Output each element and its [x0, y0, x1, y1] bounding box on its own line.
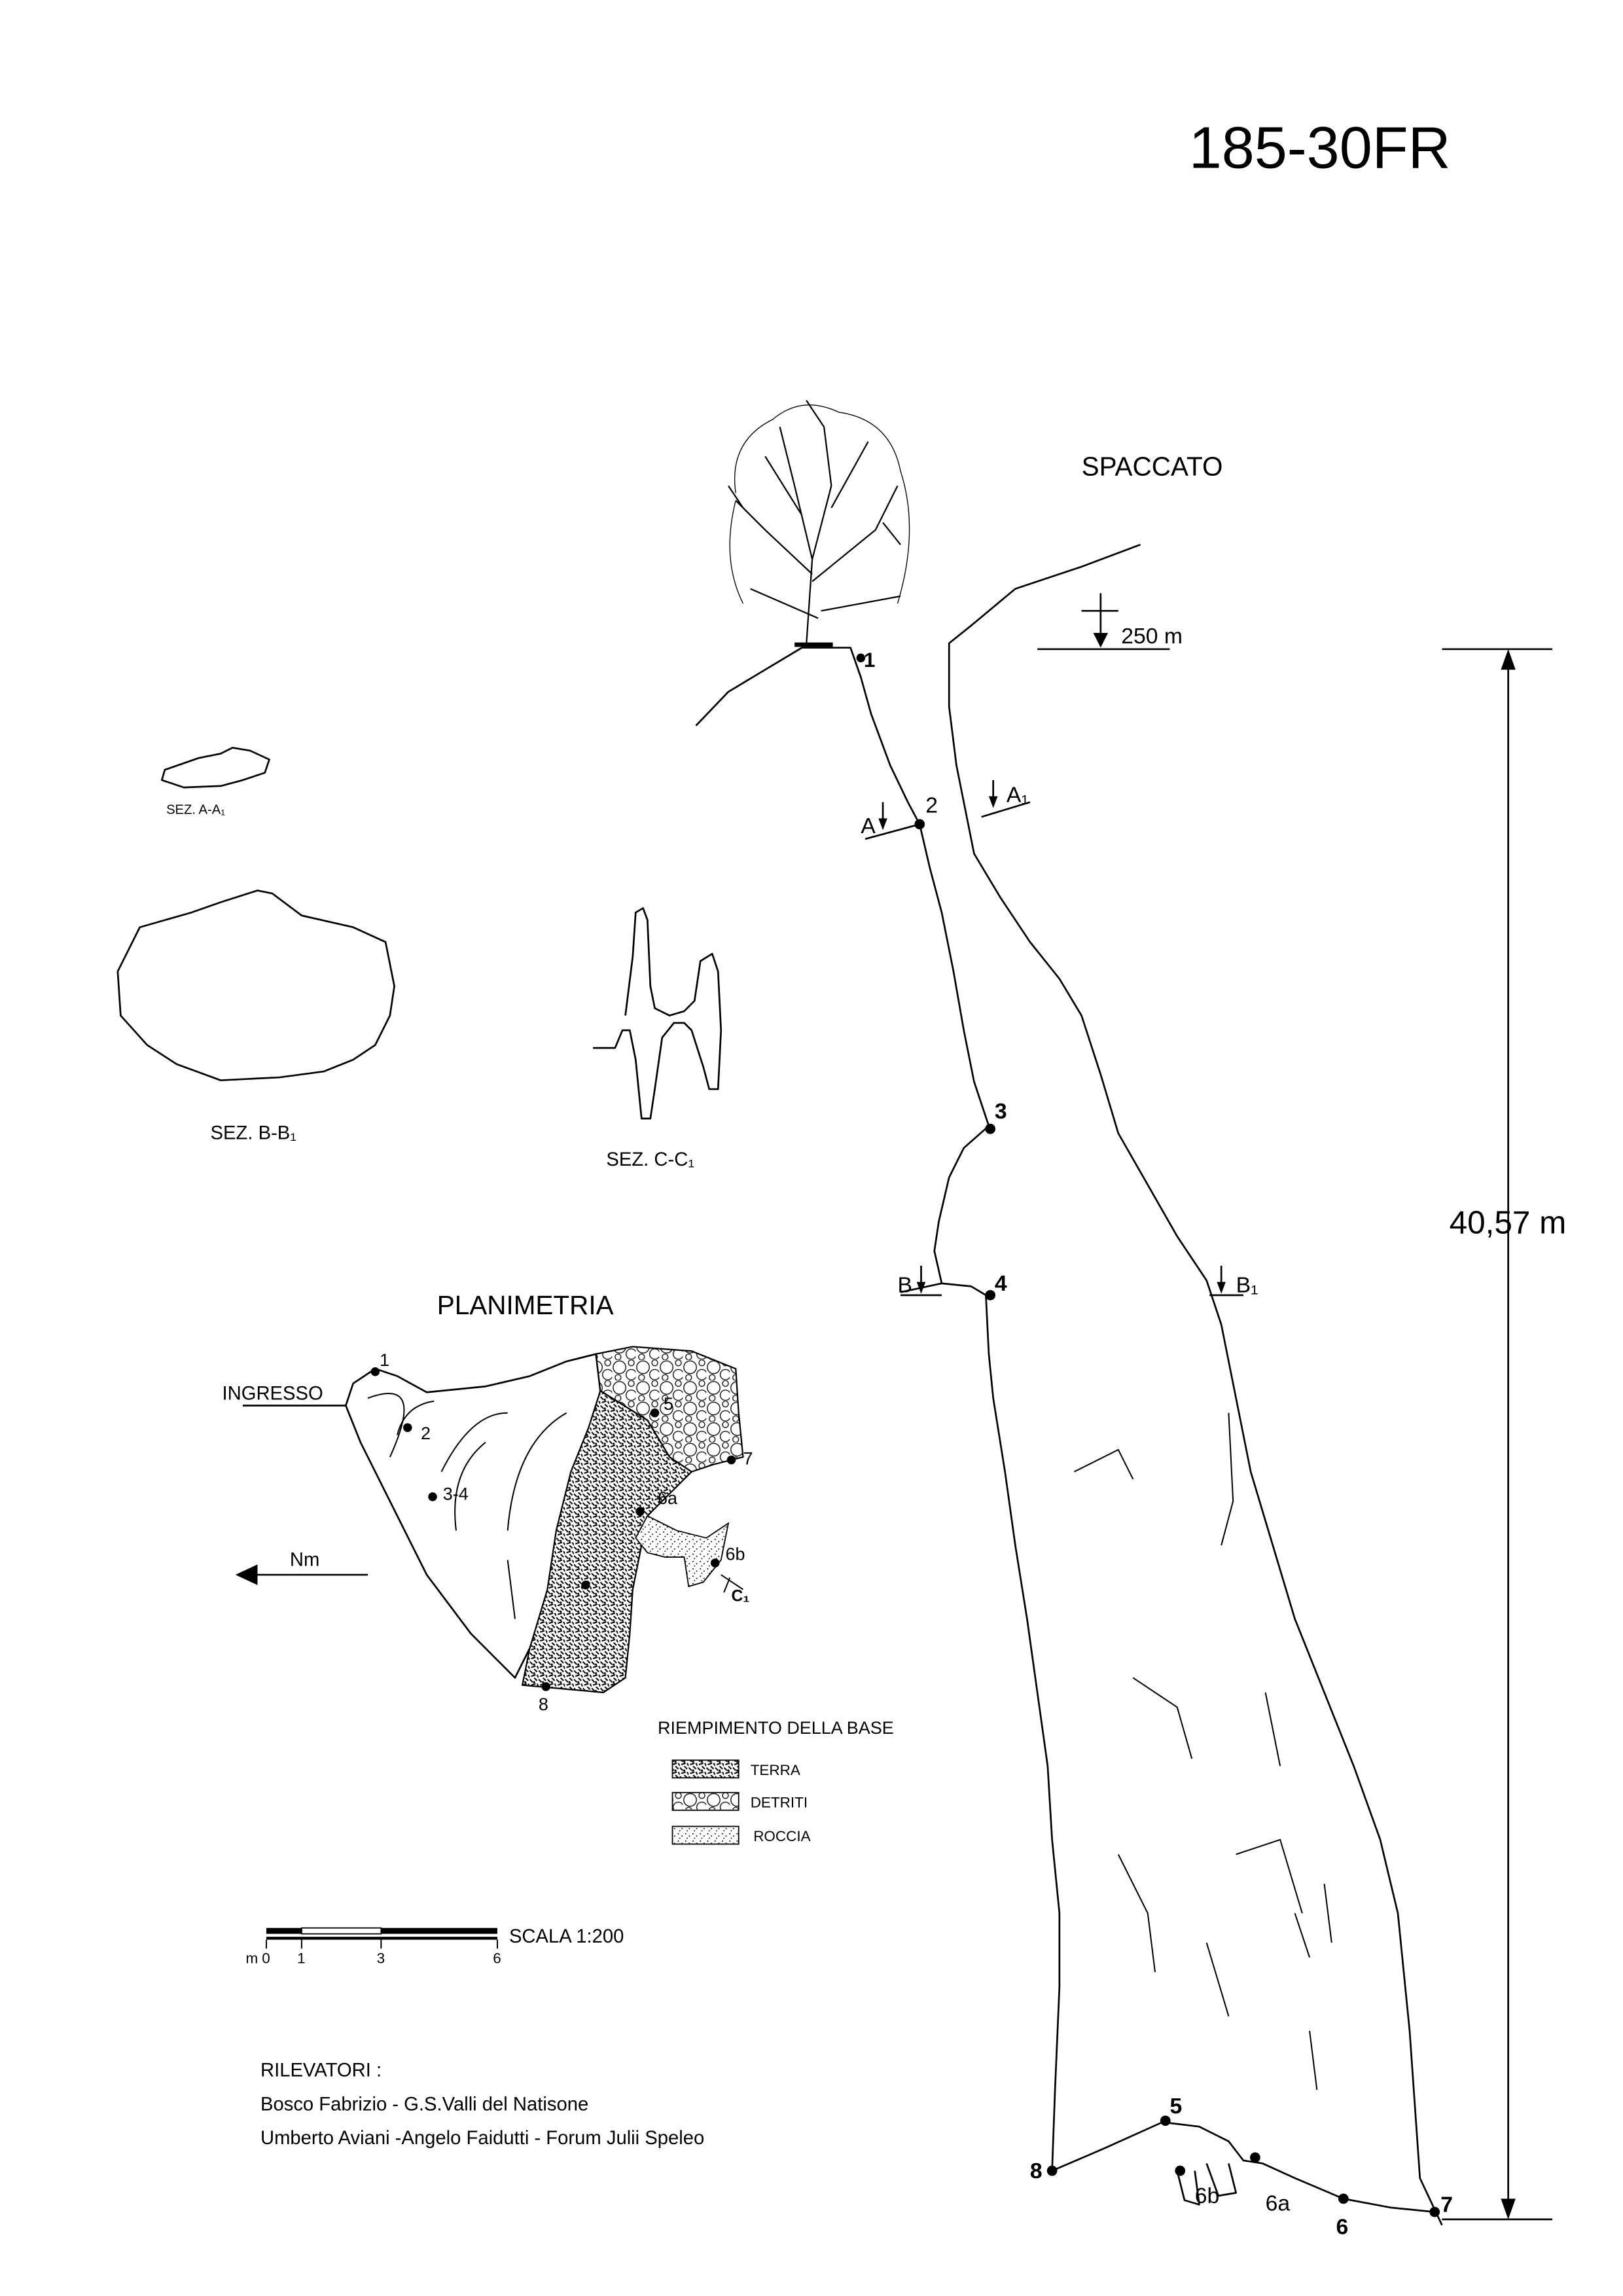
section-label: SPACCATO — [1082, 451, 1223, 481]
scale-tick: 6 — [493, 1950, 501, 1967]
station-label: 4 — [995, 1271, 1007, 1296]
scale-label: SCALA 1:200 — [509, 1926, 624, 1947]
scale-unit: m — [245, 1950, 258, 1967]
wall-cracks — [1073, 1412, 1332, 2090]
station-label: 6a — [658, 1488, 677, 1508]
plan-title: PLANIMETRIA — [437, 1290, 614, 1320]
cross-section-c-shape — [593, 907, 722, 1120]
station-label: 2 — [421, 1424, 431, 1443]
cross-section-a-shape — [160, 747, 270, 789]
station-label: 3-4 — [443, 1484, 469, 1503]
station-label: 1 — [380, 1350, 389, 1370]
station-label: 8 — [1030, 2159, 1043, 2183]
station-label: 6 — [1336, 2214, 1349, 2239]
legend-swatch-terra — [671, 1759, 740, 1779]
legend-label-detriti: DETRITI — [751, 1794, 808, 1810]
surveyors-line: Bosco Fabrizio - G.S.Valli del Natisone — [260, 2094, 588, 2115]
station-label: 7 — [743, 1448, 753, 1468]
depth-value: 40,57 m — [1450, 1204, 1567, 1240]
station-label: 6b — [725, 1545, 745, 1564]
cross-section-b-label: SEZ. B-B₁ — [211, 1123, 297, 1144]
survey-title: 185-30FR — [1189, 116, 1451, 181]
station-label: 6a — [1266, 2191, 1291, 2215]
cut-a-label: A — [861, 814, 876, 838]
surveyors-heading: RILEVATORI : — [260, 2060, 382, 2081]
plan-entrance-label: INGRESSO — [223, 1383, 323, 1404]
section-stations: 1 2 3 4 5 6 6a 6b 7 8 — [856, 649, 1453, 2239]
station-label: 2 — [925, 793, 938, 817]
scale-bar: SCALA 1:200 m 0 1 3 6 — [245, 1926, 624, 1966]
legend-label-terra: TERRA — [751, 1762, 800, 1778]
station-label: 1 — [864, 649, 876, 672]
tree-icon — [728, 400, 910, 647]
cut-b1-label: B₁ — [1236, 1272, 1258, 1297]
cross-section-c-label: SEZ. C-C₁ — [606, 1149, 694, 1170]
cut-b-label: B — [898, 1272, 913, 1297]
legend-title: RIEMPIMENTO DELLA BASE — [658, 1718, 894, 1738]
elevation-marker: 250 m — [1037, 593, 1183, 651]
legend-swatch-roccia — [671, 1825, 740, 1845]
cut-c1-label: C₁ — [731, 1588, 749, 1605]
station-label: 5 — [664, 1394, 673, 1414]
cave-floor — [1052, 2121, 1435, 2213]
station-label: 5 — [1169, 2094, 1182, 2119]
scale-tick: 0 — [262, 1950, 270, 1967]
station-label: 6b — [1195, 2183, 1220, 2208]
cut-markers: A A₁ B B₁ — [861, 780, 1258, 1297]
scale-tick: 3 — [377, 1950, 385, 1967]
cut-a1-label: A₁ — [1007, 783, 1029, 808]
legend-swatch-detriti — [671, 1791, 740, 1811]
cave-wall-right — [948, 543, 1443, 2226]
cross-section-b-shape — [116, 889, 395, 1081]
cave-wall-left — [695, 647, 1061, 2171]
legend-label-roccia: ROCCIA — [753, 1828, 810, 1844]
scale-tick: 1 — [297, 1950, 306, 1967]
elevation-value: 250 m — [1121, 624, 1183, 649]
plan-north-label: Nm — [290, 1550, 319, 1571]
surveyors-line: Umberto Aviani -Angelo Faidutti - Forum … — [260, 2128, 704, 2149]
depth-dimension: 40,57 m — [1442, 648, 1567, 2221]
station-label: 7 — [1440, 2193, 1453, 2217]
station-label: 3 — [995, 1099, 1007, 1124]
plan-view — [235, 1346, 744, 1694]
cross-section-a-label: SEZ. A-A₁ — [166, 803, 225, 817]
station-label: 8 — [539, 1695, 548, 1714]
